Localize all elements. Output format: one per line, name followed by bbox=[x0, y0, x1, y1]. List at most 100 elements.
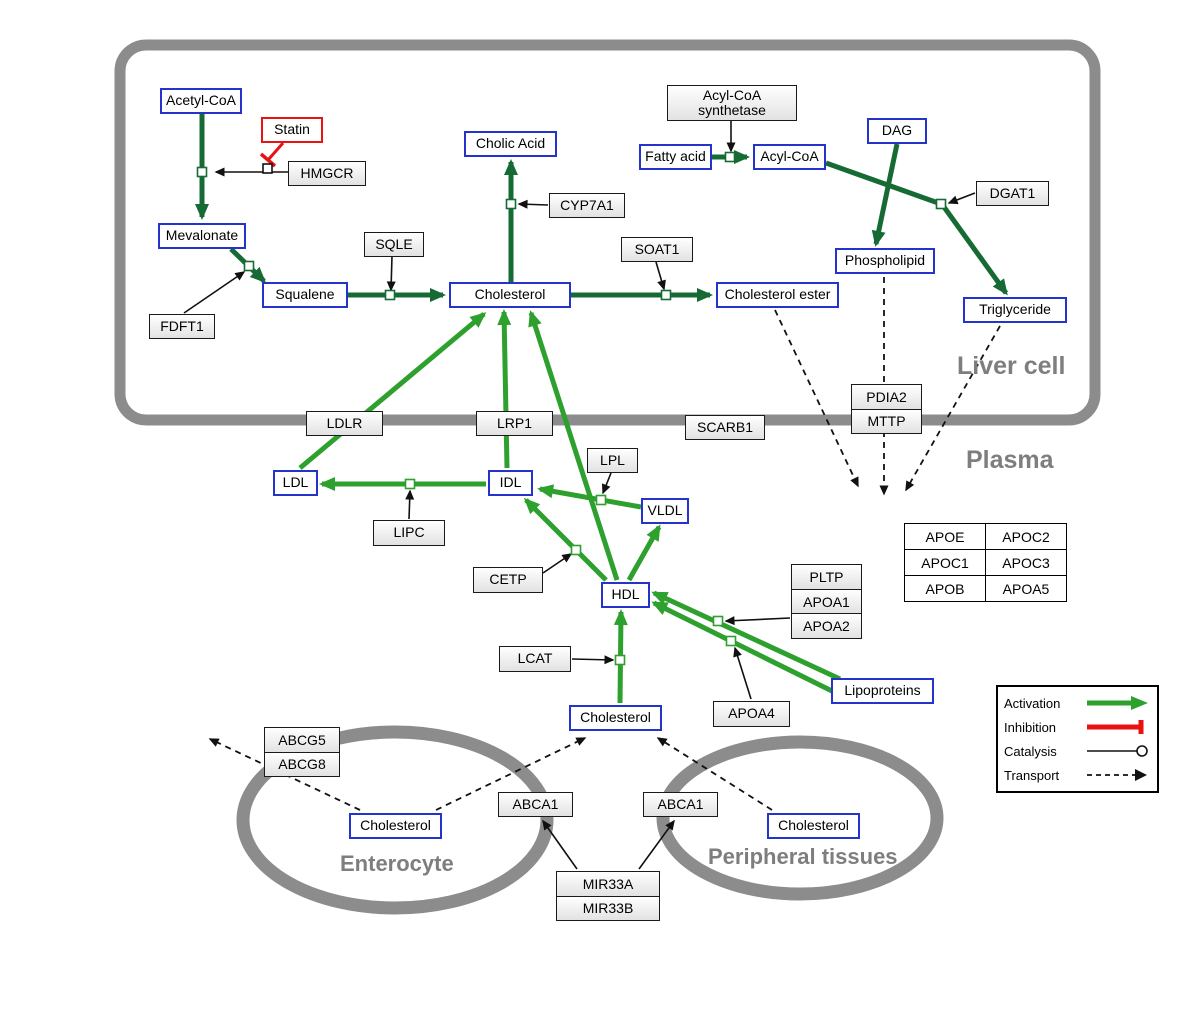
node-lipoproteins[interactable]: Lipoproteins bbox=[831, 678, 934, 704]
catalysis-soat1 bbox=[655, 261, 666, 291]
node-apoc3[interactable]: APOC3 bbox=[986, 550, 1067, 576]
node-fatty-acid[interactable]: Fatty acid bbox=[639, 144, 712, 170]
reaction-nodes bbox=[196, 151, 947, 666]
statin-anchor-square bbox=[262, 163, 273, 174]
membranes bbox=[114, 39, 1101, 915]
node-cholesterol-liver[interactable]: Cholesterol bbox=[449, 282, 571, 308]
legend: Activation Inhibition Catalysis Transpor… bbox=[996, 685, 1159, 793]
node-lpl[interactable]: LPL bbox=[587, 448, 638, 473]
liver-conversion-arrows bbox=[195, 114, 1009, 302]
legend-activation-label: Activation bbox=[1004, 695, 1061, 711]
node-pltp[interactable]: PLTP bbox=[791, 564, 862, 590]
arrow-idl-liver-cholesterol bbox=[497, 309, 512, 469]
peripheral-tissues-membrane bbox=[656, 735, 944, 901]
node-apoa1[interactable]: APOA1 bbox=[791, 589, 862, 615]
node-apoa2[interactable]: APOA2 bbox=[791, 614, 862, 640]
node-lcat[interactable]: LCAT bbox=[499, 646, 571, 672]
node-vldl[interactable]: VLDL bbox=[641, 498, 689, 524]
node-mir33a[interactable]: MIR33A bbox=[556, 871, 660, 897]
plasma-activation-arrows bbox=[298, 309, 842, 704]
node-dag[interactable]: DAG bbox=[867, 118, 927, 144]
complex-mir33a-mir33b: MIR33A MIR33B bbox=[556, 871, 660, 921]
node-mir33b[interactable]: MIR33B bbox=[556, 896, 660, 921]
catalysis-lines bbox=[183, 120, 976, 870]
node-sqle[interactable]: SQLE bbox=[364, 232, 424, 257]
node-mttp[interactable]: MTTP bbox=[851, 409, 922, 434]
reaction-node bbox=[404, 478, 416, 490]
node-ldlr[interactable]: LDLR bbox=[306, 411, 383, 436]
node-apoa5[interactable]: APOA5 bbox=[986, 576, 1067, 602]
node-abca1-peripheral[interactable]: ABCA1 bbox=[643, 792, 718, 817]
reaction-node bbox=[384, 289, 396, 301]
catalysis-line-icon bbox=[1087, 745, 1148, 757]
node-soat1[interactable]: SOAT1 bbox=[621, 237, 693, 262]
node-squalene[interactable]: Squalene bbox=[262, 282, 348, 308]
reaction-node bbox=[196, 166, 208, 178]
node-cetp[interactable]: CETP bbox=[473, 567, 543, 593]
node-fdft1[interactable]: FDFT1 bbox=[149, 314, 215, 339]
legend-row-activation: Activation bbox=[1004, 692, 1151, 714]
regulation-mir33-abca1-right bbox=[638, 819, 675, 870]
arrow-lipoproteins-hdl-1 bbox=[651, 590, 842, 682]
node-abca1-enterocyte[interactable]: ABCA1 bbox=[498, 792, 573, 817]
node-acetyl-coa[interactable]: Acetyl-CoA bbox=[160, 88, 242, 114]
node-mevalonate[interactable]: Mevalonate bbox=[158, 223, 246, 249]
node-phospholipid[interactable]: Phospholipid bbox=[835, 248, 935, 274]
peripheral-tissues-label: Peripheral tissues bbox=[708, 844, 898, 869]
transport-peripheral-cholesterol-to-plasma bbox=[656, 737, 773, 811]
catalysis-cyp7a1 bbox=[517, 199, 549, 209]
node-statin[interactable]: Statin bbox=[261, 117, 323, 143]
reaction-node bbox=[505, 198, 517, 210]
apolipoprotein-table: APOE APOC2 APOC1 APOC3 APOB APOA5 bbox=[904, 523, 1067, 602]
arrow-hdl-liver-cholesterol bbox=[528, 310, 620, 581]
arrow-dag-phospholipid bbox=[871, 143, 900, 247]
legend-row-catalysis: Catalysis bbox=[1004, 740, 1151, 762]
catalysis-fdft1 bbox=[183, 271, 246, 314]
transport-cholesterol-ester-to-plasma bbox=[774, 309, 859, 488]
liver-cell-label: Liver cell bbox=[957, 352, 1066, 380]
node-apob[interactable]: APOB bbox=[905, 576, 986, 602]
legend-row-inhibition: Inhibition bbox=[1004, 716, 1151, 738]
node-cyp7a1[interactable]: CYP7A1 bbox=[549, 193, 625, 218]
node-lrp1[interactable]: LRP1 bbox=[476, 411, 553, 436]
node-lipc[interactable]: LIPC bbox=[373, 520, 445, 546]
complex-abcg5-abcg8: ABCG5 ABCG8 bbox=[264, 727, 340, 777]
node-cholesterol-plasma[interactable]: Cholesterol bbox=[569, 705, 662, 731]
reaction-node bbox=[725, 635, 737, 647]
node-triglyceride[interactable]: Triglyceride bbox=[963, 297, 1067, 323]
node-abcg8[interactable]: ABCG8 bbox=[264, 752, 340, 777]
complex-pltp-apoa1-apoa2: PLTP APOA1 APOA2 bbox=[791, 564, 862, 640]
acyl-coa-synthetase-line2: synthetase bbox=[698, 102, 766, 118]
node-ldl[interactable]: LDL bbox=[273, 470, 318, 496]
node-apoc1[interactable]: APOC1 bbox=[905, 550, 986, 576]
node-idl[interactable]: IDL bbox=[488, 470, 533, 496]
reaction-node bbox=[935, 198, 947, 210]
node-apoa4[interactable]: APOA4 bbox=[713, 701, 790, 727]
reaction-node bbox=[660, 289, 672, 301]
node-hdl[interactable]: HDL bbox=[601, 582, 650, 608]
node-pdia2[interactable]: PDIA2 bbox=[851, 384, 922, 410]
catalysis-sqle bbox=[386, 255, 396, 292]
node-cholic-acid[interactable]: Cholic Acid bbox=[464, 131, 557, 157]
node-abcg5[interactable]: ABCG5 bbox=[264, 727, 340, 753]
reaction-node bbox=[614, 654, 626, 666]
node-cholesterol-peripheral[interactable]: Cholesterol bbox=[767, 813, 860, 839]
arrow-acylcoa-dgat1-node bbox=[825, 160, 942, 207]
node-apoe[interactable]: APOE bbox=[905, 524, 986, 550]
node-cholesterol-enterocyte[interactable]: Cholesterol bbox=[349, 813, 442, 839]
regulation-mir33-abca1-left bbox=[542, 819, 578, 870]
node-hmgcr[interactable]: HMGCR bbox=[288, 161, 366, 186]
arrow-ldl-liver-cholesterol bbox=[298, 312, 487, 470]
node-scarb1[interactable]: SCARB1 bbox=[685, 415, 765, 440]
complex-pdia2-mttp: PDIA2 MTTP bbox=[851, 384, 922, 434]
legend-transport-label: Transport bbox=[1004, 767, 1060, 783]
enterocyte-label: Enterocyte bbox=[340, 851, 454, 876]
node-cholesterol-ester[interactable]: Cholesterol ester bbox=[716, 282, 839, 308]
node-acyl-coa-synthetase[interactable]: Acyl-CoA synthetase bbox=[667, 85, 797, 121]
node-apoc2[interactable]: APOC2 bbox=[986, 524, 1067, 550]
node-dgat1[interactable]: DGAT1 bbox=[976, 181, 1049, 206]
transport-enterocyte-cholesterol-to-plasma bbox=[435, 737, 587, 811]
node-acyl-coa[interactable]: Acyl-CoA bbox=[753, 144, 826, 170]
